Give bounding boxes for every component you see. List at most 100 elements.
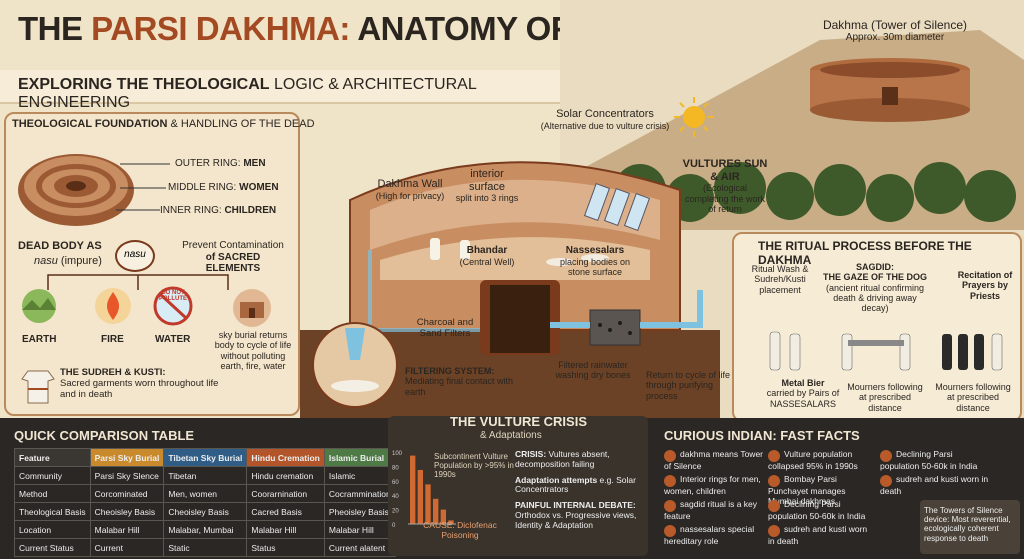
chart-bar: [448, 520, 454, 524]
fact-item: sagdid ritual is a key feature: [664, 499, 758, 521]
sudreh-garment-icon: [21, 370, 55, 404]
crisis-heading: THE VULTURE CRISIS: [450, 414, 587, 429]
fact-item: Vulture population collapsed 95% in 1990…: [768, 449, 858, 471]
chart-bar: [433, 498, 439, 524]
element-fire: FIRE: [101, 334, 124, 345]
fact-icon: [664, 500, 676, 512]
ring-inner-label: INNER RING: CHILDREN: [160, 205, 277, 216]
crisis-item: CRISIS: Vultures absent, decomposition f…: [515, 449, 610, 469]
facts-heading: CURIOUS INDIAN: FAST FACTS: [664, 428, 860, 443]
sagdid-label: SAGDID:THE GAZE OF THE DOG(ancient ritua…: [822, 262, 927, 314]
fact-item: Bombay Parsi Punchayet manages Mumbai da…: [768, 474, 846, 506]
theology-heading: THEOLOGICAL FOUNDATION & HANDLING OF THE…: [12, 118, 315, 130]
comparison-table: Feature Parsi Sky Burial Tibetan Sky Bur…: [14, 448, 396, 557]
fact-icon: [880, 450, 892, 462]
fact-item: dakhma means Tower of Silence: [664, 449, 763, 471]
subtitle-rest: LOGIC & ARCHITECTURAL ENGINEERING: [18, 76, 477, 111]
col-tibetan: Tibetan Sky Burial: [163, 448, 248, 467]
ring-outer-label: OUTER RING: MEN: [175, 158, 266, 169]
fact-icon: [880, 475, 892, 487]
nasu-label: nasu (impure): [34, 255, 102, 267]
sky-burial-note: sky burial returns body to cycle of life…: [214, 330, 292, 372]
fact-icon: [664, 475, 676, 487]
col-feature: Feature: [14, 448, 91, 467]
crisis-subheading: & Adaptations: [480, 430, 542, 441]
chart-bar: [425, 484, 431, 524]
procession-figures: [769, 331, 1003, 371]
sun-icon: [674, 97, 714, 137]
fact-item: nassesalars special hereditary role: [664, 524, 755, 546]
ring-middle-label: MIDDLE RING: WOMEN: [168, 182, 279, 193]
fact-icon: [768, 500, 780, 512]
wall-label: Dakhma Wall(High for privacy): [375, 178, 445, 201]
tower-mini-icon: [233, 289, 271, 327]
inset-caption: Dakhma (Tower of Silence) Approx. 30m di…: [790, 18, 1000, 43]
no-pollute-label: DO NOT POLLUTE: [159, 290, 187, 302]
closing-note: The Towers of Silence device: Most rever…: [924, 506, 1011, 543]
y-tick-label: 0: [392, 523, 396, 529]
vultures-label: VULTURES SUN & AIR(Ecological completing…: [682, 158, 768, 214]
col-hindu: Hindu Cremation: [246, 448, 325, 467]
crisis-items: CRISIS: Vultures absent, decomposition f…: [515, 449, 645, 530]
prayers-label: Recitation of Prayers by Priests: [957, 270, 1013, 301]
fact-item: sudreh and kusti worn in death: [880, 474, 989, 496]
ring-pointer-lines: [116, 163, 170, 211]
no-pollute-water-icon: [153, 286, 193, 326]
col-islamic: Islamic Burial: [323, 448, 396, 467]
mourners2-label: Mourners following at prescribed distanc…: [935, 382, 1011, 413]
y-tick-label: 60: [392, 480, 399, 486]
y-tick-label: 100: [392, 451, 403, 457]
inset-tower-illustration: [810, 58, 970, 122]
ritual-heading: THE RITUAL PROCESS BEFORE THE DAKHMA: [758, 239, 972, 267]
return-cycle-label: Return to cycle of life through purifyin…: [646, 370, 731, 401]
fact-icon: [768, 525, 780, 537]
filter-detail-circle: [312, 322, 398, 408]
nasu-bubble: nasu: [115, 240, 155, 272]
solar-label: Solar Concentrators(Alternative due to v…: [540, 108, 670, 131]
sudreh-kusti-note: THE SUDREH & KUSTI:Sacred garments worn …: [60, 367, 219, 400]
closing-box: [920, 500, 1020, 554]
fact-item: Declining Parsi population 50-60k in Ind…: [880, 449, 978, 471]
fire-icon: [95, 288, 131, 324]
crisis-panel: [388, 416, 648, 556]
mourners1-label: Mourners following at prescribed distanc…: [847, 382, 923, 413]
filtering-system-label: FILTERING SYSTEM:Mediating final contact…: [405, 366, 514, 397]
inset-title: Dakhma (Tower of Silence): [822, 18, 968, 32]
fact-icon: [768, 475, 780, 487]
crisis-item: PAINFUL INTERNAL DEBATE: Orthodox vs. Pr…: [515, 500, 637, 530]
fact-item: sudreh and kusti worn in death: [768, 524, 868, 546]
chart-bar: [440, 509, 447, 524]
charcoal-label: Charcoal and Sand Filters: [416, 317, 474, 339]
vulture-population-chart: 100 80 60 40 20 0: [392, 451, 456, 529]
subtitle-bold: EXPLORING THE THEOLOGICAL: [18, 76, 270, 93]
fact-item: Declining Parsi population 50-60k in Ind…: [768, 499, 866, 521]
three-rings-icon: [18, 154, 134, 226]
comparison-heading: QUICK COMPARISON TABLE: [14, 428, 195, 443]
element-earth: EARTH: [22, 334, 57, 345]
chart-bar: [417, 470, 424, 524]
subtitle-band: EXPLORING THE THEOLOGICAL LOGIC & ARCHIT…: [0, 70, 560, 111]
crisis-item: Adaptation attempts e.g. Solar Concentra…: [515, 474, 636, 495]
chart-bar: [410, 455, 416, 524]
branch-arrows: [47, 274, 229, 290]
y-tick-label: 80: [392, 465, 399, 471]
fact-icon: [664, 525, 676, 537]
fact-icon: [664, 450, 676, 462]
table-header-row: Feature Parsi Sky Burial Tibetan Sky Bur…: [14, 448, 396, 467]
y-tick-label: 40: [392, 494, 399, 500]
dead-body-label: DEAD BODY AS: [18, 240, 102, 252]
fact-item: Interior rings for men, women, children: [664, 474, 761, 496]
y-tick-label: 20: [392, 509, 399, 515]
earth-icon: [22, 289, 56, 323]
bhandar-label: Bhandar(Central Well): [459, 245, 515, 267]
fact-icon: [768, 450, 780, 462]
